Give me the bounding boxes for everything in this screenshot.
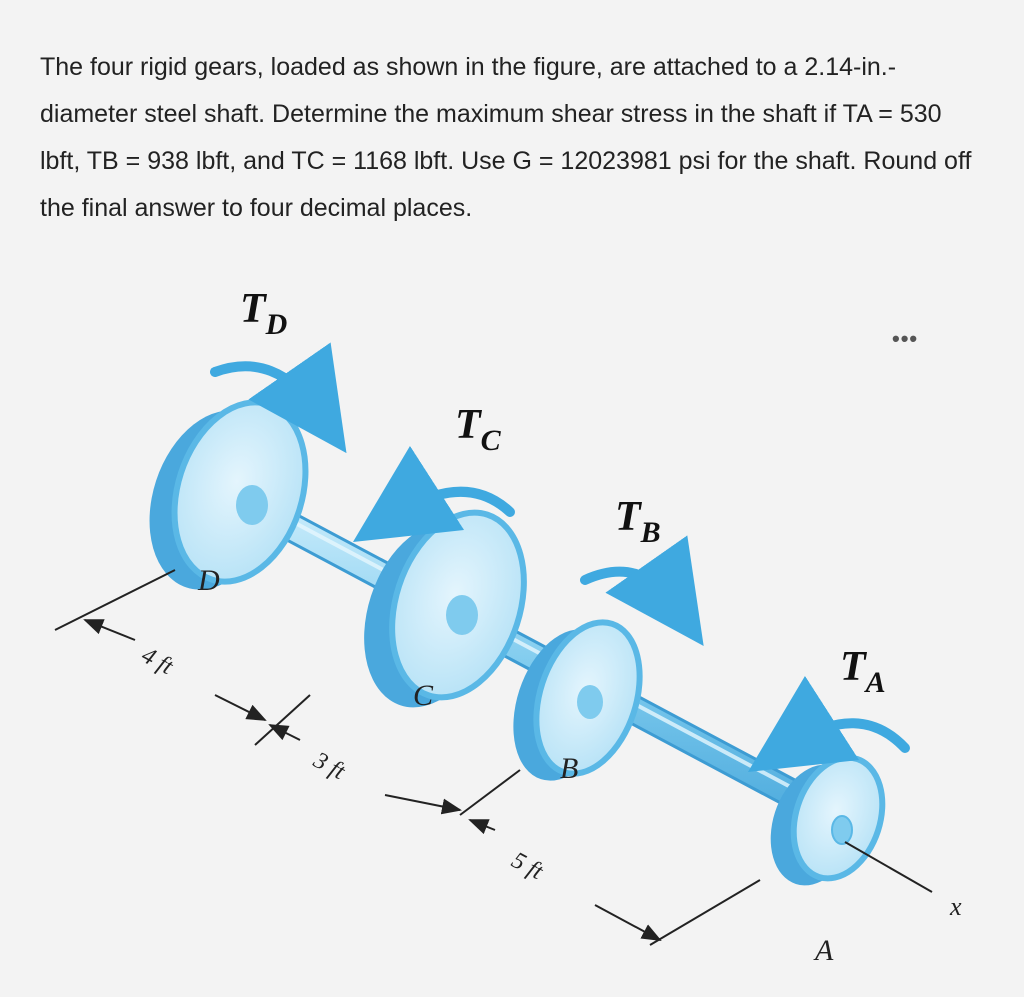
torque-label-b: TB	[615, 494, 661, 549]
x-axis	[844, 841, 933, 893]
gear-c	[364, 509, 527, 708]
gear-label-b: B	[560, 752, 578, 785]
gear-a	[770, 754, 886, 886]
x-axis-label: x	[949, 892, 962, 921]
gear-label-c: C	[413, 679, 434, 712]
torque-arrow-d	[210, 342, 347, 454]
dimension-label-5ft: 5 ft	[507, 847, 548, 885]
dimension-lines	[54, 569, 761, 946]
gear-d	[149, 399, 309, 590]
gear-label-d: D	[197, 564, 220, 597]
torque-label-a: TA	[840, 644, 886, 699]
torque-arrow-a	[747, 675, 910, 773]
more-options-button[interactable]: •••	[892, 326, 919, 351]
torque-arrow-c	[352, 445, 515, 543]
dimension-label-3ft: 3 ft	[308, 747, 350, 786]
gear-b	[513, 619, 643, 781]
torque-label-c: TC	[455, 402, 502, 457]
torque-label-d: TD	[240, 286, 287, 341]
gear-label-a: A	[813, 934, 834, 967]
problem-statement: The four rigid gears, loaded as shown in…	[40, 53, 972, 222]
dimension-label-4ft: 4 ft	[137, 642, 178, 680]
torque-arrow-b	[580, 535, 704, 646]
